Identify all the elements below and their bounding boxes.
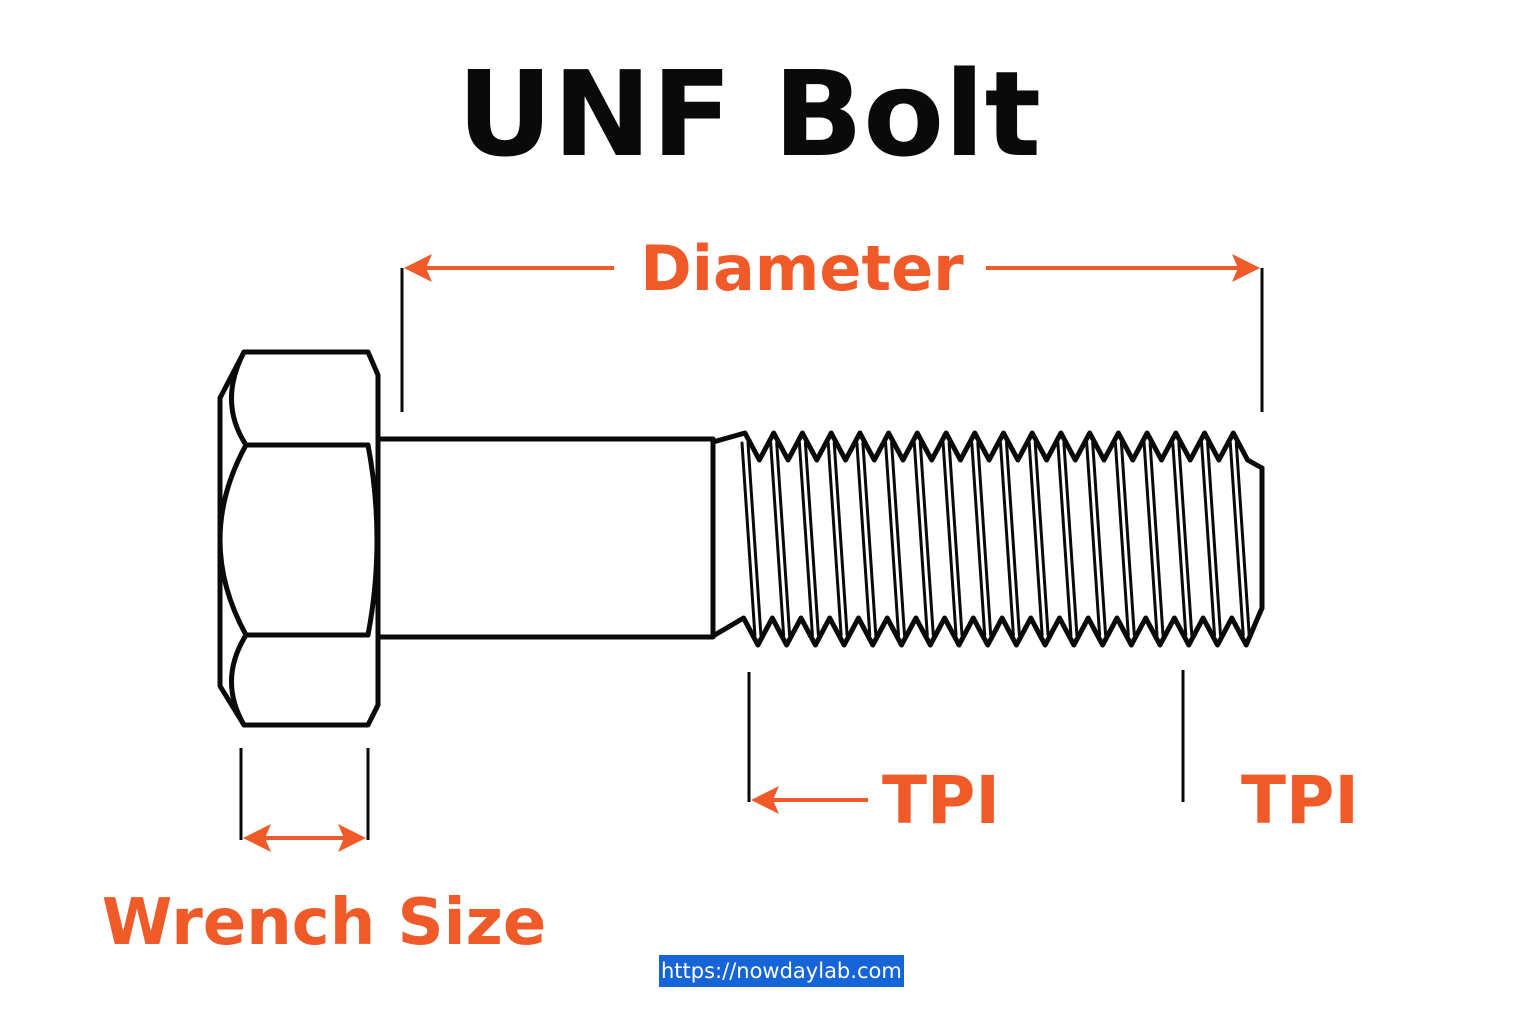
wrench-arrowhead-left [243, 824, 271, 852]
thread-helix-line [1171, 441, 1188, 637]
hex-head-outline [217, 349, 381, 728]
bolt-threads [710, 430, 1265, 648]
tpi-left-arrowhead [751, 786, 779, 814]
wrench-size-label: Wrench Size [102, 886, 546, 960]
tpi-right-dimension: TPI [1181, 670, 1359, 839]
bolt-shank [375, 436, 716, 640]
bolt-head [217, 349, 381, 728]
thread-helix-line [1234, 441, 1251, 637]
thread-helix-line [890, 441, 906, 637]
thread-helix-line [912, 441, 929, 637]
thread-helix-line [803, 441, 820, 637]
thread-helix-line [797, 441, 814, 637]
thread-helix-line [826, 441, 843, 637]
thread-helix-line [1228, 441, 1245, 637]
wrench-size-dimension: Wrench Size [102, 748, 546, 960]
thread-helix-line [918, 441, 935, 637]
diagram-title: UNF Bolt [457, 45, 1041, 183]
thread-helix-line [941, 441, 958, 637]
hex-face-right [365, 442, 380, 638]
thread-helix-line [1113, 441, 1130, 637]
wrench-arrowhead-right [338, 824, 366, 852]
thread-helix-line [1033, 441, 1050, 637]
thread-crest-bottom [710, 605, 1265, 648]
thread-crest-top [710, 430, 1265, 471]
hex-face-middle [217, 442, 249, 638]
thread-helix-line [1005, 441, 1021, 637]
thread-helix-line [884, 441, 900, 637]
thread-helix-line [1142, 441, 1159, 637]
thread-helix-line [947, 441, 964, 637]
hex-face-bottom [229, 632, 249, 728]
thread-helix-line [775, 441, 792, 637]
thread-helix-line [1148, 441, 1165, 637]
diameter-arrowhead-left [404, 254, 432, 282]
thread-helix-line [1056, 441, 1073, 637]
thread-helix-line [740, 441, 757, 637]
thread-helix-line [999, 441, 1015, 637]
thread-helix-line [1119, 441, 1136, 637]
thread-helix-line [746, 441, 763, 637]
diameter-arrowhead-right [1232, 254, 1260, 282]
thread-helix-line [769, 441, 786, 637]
thread-helix-line [970, 441, 987, 637]
thread-helix-line [832, 441, 849, 637]
diameter-dimension: Diameter [400, 232, 1264, 412]
thread-helix-line [1062, 441, 1079, 637]
tpi-left-dimension: TPI [747, 672, 1000, 839]
source-url[interactable]: https://nowdaylab.com [659, 955, 904, 987]
hex-face-top [229, 349, 249, 448]
thread-helix-line [1206, 441, 1222, 637]
thread-helix-line [861, 441, 878, 637]
thread-helix-line [1091, 441, 1108, 637]
tpi-left-label: TPI [882, 762, 1000, 839]
thread-helix-line [1177, 441, 1194, 637]
thread-helix-line [1027, 441, 1044, 637]
thread-helix-line [1085, 441, 1102, 637]
diameter-label: Diameter [640, 232, 964, 305]
thread-helix-line [1200, 441, 1216, 637]
thread-helix-line [855, 441, 872, 637]
tpi-right-label: TPI [1241, 762, 1359, 839]
thread-helix-line [976, 441, 993, 637]
